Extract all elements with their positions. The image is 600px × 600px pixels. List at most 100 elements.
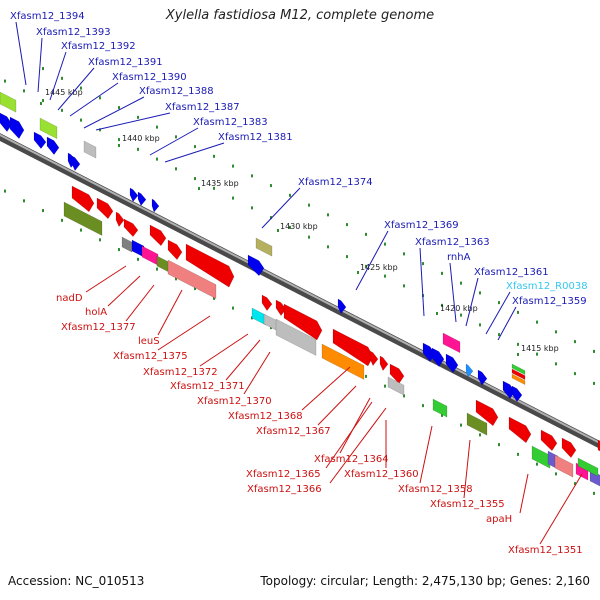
lower-labels: nadD holA Xfasm12_1377 leuS Xfasm12_1375…	[56, 293, 583, 556]
guide-dot	[593, 381, 595, 385]
guide-dot	[555, 330, 557, 334]
gene-block	[432, 398, 448, 418]
guide-dot	[156, 157, 158, 161]
gene-block	[261, 294, 273, 312]
guide-dot	[175, 167, 177, 171]
guide-dot	[384, 384, 386, 388]
gene-block	[247, 254, 265, 277]
gene-block	[9, 116, 25, 140]
gene-label: Xfasm12_1359	[512, 296, 587, 307]
guide-dot	[289, 193, 291, 197]
guide-dot	[137, 115, 139, 119]
guide-dot	[365, 264, 367, 268]
gene-block	[511, 385, 523, 403]
guide-dot	[270, 216, 272, 220]
guide-dot	[118, 106, 120, 110]
gene-block	[141, 245, 159, 266]
tick-mark	[198, 187, 200, 190]
gene-label: Xfasm12_R0038	[506, 281, 588, 292]
gene-label: Xfasm12_1391	[88, 57, 163, 68]
guide-dot	[441, 271, 443, 275]
gene-label: Xfasm12_1368	[228, 411, 303, 422]
guide-dot	[175, 135, 177, 139]
tick-mark	[277, 229, 279, 232]
guide-dot	[156, 267, 158, 271]
leader-line	[261, 187, 301, 229]
gene-label: Xfasm12_1355	[430, 499, 505, 510]
guide-dot	[61, 218, 63, 222]
guide-dot	[536, 320, 538, 324]
guide-dot	[441, 413, 443, 417]
tick-label: 1435 kbp	[201, 179, 239, 188]
guide-dot	[80, 228, 82, 232]
gene-label: apaH	[486, 514, 512, 525]
tick-mark	[436, 312, 438, 315]
gene-label: Xfasm12_1392	[61, 41, 136, 52]
gene-block	[332, 328, 374, 367]
guide-dot	[42, 67, 44, 71]
leader-line	[225, 339, 261, 381]
leader-line	[329, 407, 387, 484]
gene-block	[167, 259, 217, 300]
guide-dot	[593, 491, 595, 495]
leader-line	[301, 366, 351, 411]
gene-label: Xfasm12_1364	[314, 454, 389, 465]
gene-block	[321, 343, 365, 380]
guide-dot	[308, 235, 310, 239]
guide-dot	[536, 352, 538, 356]
leader-line	[83, 96, 145, 129]
leader-line	[485, 291, 511, 335]
upper-labels: Xfasm12_1394 Xfasm12_1393 Xfasm12_1392 X…	[10, 11, 588, 307]
leader-line	[497, 306, 517, 341]
leader-line	[57, 67, 95, 111]
gene-label: Xfasm12_1361	[474, 267, 549, 278]
guide-dot	[346, 255, 348, 259]
guide-dot	[213, 154, 215, 158]
guide-dot	[403, 284, 405, 288]
guide-dot	[137, 257, 139, 261]
label-leaders	[15, 21, 583, 545]
leader-line	[339, 397, 371, 454]
gene-block	[129, 187, 139, 203]
gene-block	[369, 350, 379, 367]
guide-dot	[498, 301, 500, 305]
gene-block	[71, 185, 95, 213]
guide-dot	[574, 482, 576, 486]
gene-block	[477, 369, 488, 386]
leader-line	[317, 385, 357, 426]
guide-dot	[251, 206, 253, 210]
gene-block	[577, 457, 599, 477]
guide-dot	[403, 252, 405, 256]
guide-dot	[517, 310, 519, 314]
gene-block	[96, 197, 114, 220]
guide-dot	[403, 394, 405, 398]
guide-dot	[251, 174, 253, 178]
leader-line	[465, 277, 479, 327]
gene-block	[83, 140, 97, 159]
gene-label: Xfasm12_1372	[143, 367, 218, 378]
gene-label: Xfasm12_1367	[256, 426, 331, 437]
guide-dot	[460, 313, 462, 317]
gene-block	[115, 211, 125, 228]
gene-block	[511, 368, 526, 381]
guide-dot	[384, 242, 386, 246]
gene-block	[46, 136, 60, 156]
guide-dot	[422, 262, 424, 266]
gene-block	[275, 318, 317, 356]
gene-block	[511, 363, 526, 376]
gene-label: Xfasm12_1363	[415, 237, 490, 248]
gene-label: Xfasm12_1358	[398, 484, 473, 495]
gene-label: Xfasm12_1371	[170, 381, 245, 392]
leader-line	[199, 333, 249, 367]
guide-dot	[555, 472, 557, 476]
guide-dot	[498, 443, 500, 447]
leader-line	[149, 127, 199, 156]
gene-label: holA	[85, 307, 107, 318]
leader-line	[107, 275, 141, 307]
guide-dot	[232, 164, 234, 168]
tick-mark	[517, 353, 519, 356]
gene-block	[389, 363, 405, 385]
leader-line	[95, 112, 171, 131]
guide-dot	[593, 349, 595, 353]
gene-block	[0, 91, 17, 113]
